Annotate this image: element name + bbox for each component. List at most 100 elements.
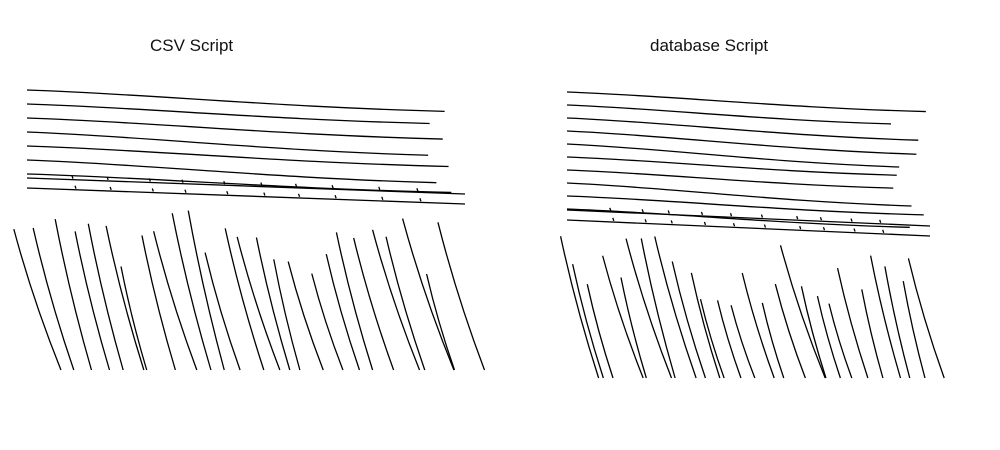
slanted-line (730, 305, 756, 379)
slanted-line (87, 223, 124, 371)
tick-mark (294, 183, 298, 188)
slanted-line (171, 213, 212, 371)
slanted-line (907, 258, 945, 379)
tick-mark (822, 226, 826, 231)
slanted-line (761, 302, 785, 379)
band-line (26, 177, 466, 195)
slanted-line (255, 237, 291, 371)
slanted-line (836, 268, 869, 379)
slanted-line (779, 245, 826, 379)
slanted-line (204, 252, 241, 371)
horizontal-line (26, 117, 443, 140)
slanted-line (884, 266, 911, 379)
slanted-line (861, 289, 884, 379)
slanted-line (141, 235, 176, 371)
slanted-line (816, 295, 841, 379)
tick-mark (882, 229, 885, 233)
horizontal-line (566, 156, 897, 176)
horizontal-line (26, 145, 449, 168)
slanted-line (586, 284, 614, 379)
slanted-line (690, 272, 721, 379)
horizontal-line (566, 182, 912, 207)
slanted-line (273, 259, 301, 371)
horizontal-line (26, 131, 429, 156)
tick-mark (760, 214, 764, 218)
tick-mark (763, 224, 767, 228)
tick-mark (378, 186, 381, 191)
slanted-line (437, 222, 486, 371)
slanted-line (54, 218, 93, 371)
tick-mark (226, 190, 229, 195)
slanted-line (74, 231, 111, 371)
slanted-line (236, 236, 281, 371)
horizontal-line (566, 91, 926, 113)
tick-mark (732, 223, 736, 227)
horizontal-line (566, 130, 917, 155)
tick-mark (609, 207, 612, 212)
tick-mark (853, 228, 856, 232)
horizontal-line (566, 208, 910, 228)
slanted-line (353, 237, 395, 371)
band-line (566, 209, 931, 227)
slanted-line (620, 277, 647, 379)
slanted-line (571, 263, 604, 379)
slanted-line (13, 228, 62, 371)
tick-mark (263, 192, 266, 196)
slanted-line (640, 238, 676, 379)
tick-mark (223, 180, 226, 185)
horizontal-line (26, 103, 430, 125)
slanted-line (741, 272, 775, 379)
tick-mark (381, 196, 384, 201)
tick-mark (297, 193, 301, 198)
slanted-line (869, 255, 902, 379)
tick-mark (700, 211, 704, 216)
tick-mark (612, 217, 615, 222)
tick-mark (334, 194, 337, 199)
slanted-line (774, 283, 806, 379)
slanted-line (671, 261, 707, 379)
slanted-line (425, 273, 456, 371)
csv-script-drawing (13, 89, 486, 371)
slanted-line (602, 255, 644, 379)
tick-mark (799, 225, 802, 230)
slanted-line (800, 286, 827, 379)
tick-mark (729, 213, 733, 217)
slanted-line (371, 229, 421, 371)
tick-mark (796, 215, 799, 220)
tick-mark (850, 218, 853, 222)
tick-mark (331, 184, 334, 189)
slanted-line (153, 231, 198, 371)
tick-mark (71, 175, 74, 179)
slanted-line (224, 228, 265, 371)
horizontal-line (566, 143, 900, 168)
tick-mark (703, 221, 707, 226)
tick-mark (419, 198, 422, 202)
slanted-line (699, 298, 725, 379)
tick-mark (260, 182, 263, 186)
database-script-title: database Script (650, 36, 769, 55)
slanted-line (32, 227, 75, 371)
tick-mark (106, 176, 109, 181)
tick-mark (181, 179, 184, 183)
tick-mark (74, 185, 77, 189)
tick-mark (641, 209, 644, 213)
slanted-line (625, 238, 673, 379)
slanted-line (559, 236, 600, 379)
tick-mark (109, 186, 112, 191)
slanted-line (287, 261, 324, 371)
slanted-line (187, 210, 225, 371)
database-script-drawing (559, 91, 945, 379)
slanted-line (902, 281, 926, 379)
tick-mark (644, 219, 647, 223)
slanted-line (385, 236, 426, 371)
tick-mark (819, 216, 823, 221)
tick-mark (670, 220, 673, 224)
band-line (566, 219, 931, 237)
slanted-line (716, 300, 742, 379)
tick-mark (151, 188, 154, 192)
tick-mark (184, 189, 187, 193)
tick-mark (879, 219, 882, 223)
horizontal-line (26, 89, 445, 113)
slanted-line (120, 266, 148, 371)
